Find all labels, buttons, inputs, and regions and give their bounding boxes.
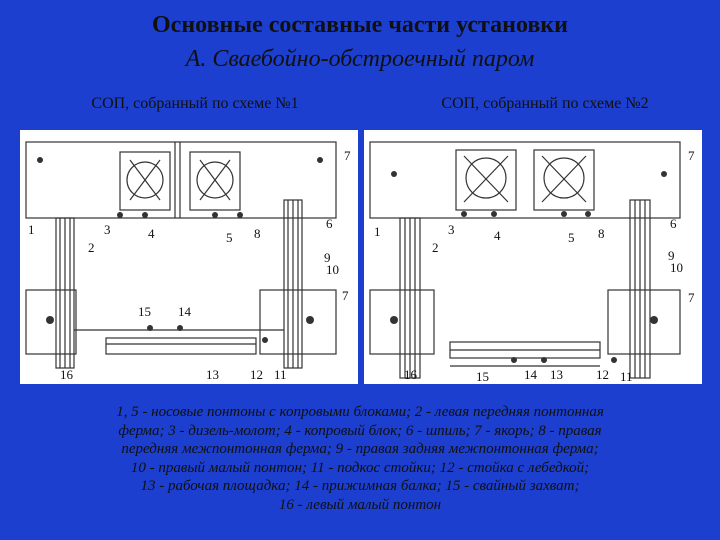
slide-subtitle: А. Сваебойно-обстроечный паром bbox=[185, 46, 535, 72]
scheme-1-svg: 1 2 3 4 5 6 7 8 9 10 7 15 14 16 13 12 11 bbox=[25, 141, 351, 382]
callout-label: 16 bbox=[60, 367, 74, 382]
callout-label: 6 bbox=[326, 216, 333, 231]
callout-label: 8 bbox=[254, 226, 261, 241]
callout-label: 1 bbox=[374, 224, 381, 239]
callout-label: 7 bbox=[688, 148, 695, 163]
callout-label: 5 bbox=[568, 230, 575, 245]
legend-line: ферма; 3 - дизель-молот; 4 - копровый бл… bbox=[118, 422, 602, 439]
legend-line: 16 - левый малый понтон bbox=[278, 496, 442, 513]
legend-line: 10 - правый малый понтон; 11 - подкос ст… bbox=[130, 459, 590, 476]
callout-label: 12 bbox=[250, 367, 263, 382]
callout-label: 15 bbox=[476, 369, 489, 384]
scheme-1-drawing: 1 2 3 4 5 6 7 8 9 10 7 15 14 16 13 12 11 bbox=[20, 130, 358, 384]
callout-label: 9 bbox=[668, 248, 675, 263]
callout-label: 6 bbox=[670, 216, 677, 231]
callout-label: 10 bbox=[670, 260, 683, 275]
callout-label: 9 bbox=[324, 250, 331, 265]
slide-title: Основные составные части установки bbox=[152, 12, 568, 38]
scheme-1-caption: СОП, собранный по схеме №1 bbox=[91, 95, 299, 112]
callout-label: 7 bbox=[344, 148, 351, 163]
callout-label: 3 bbox=[104, 222, 111, 237]
callout-label: 12 bbox=[596, 367, 609, 382]
callout-label: 7 bbox=[688, 290, 695, 305]
callout-label: 10 bbox=[326, 262, 339, 277]
legend-line: 13 - рабочая площадка; 14 - прижимная ба… bbox=[140, 478, 580, 494]
legend-line: 1, 5 - носовые понтоны с копровыми блока… bbox=[116, 404, 604, 420]
callout-label: 5 bbox=[226, 230, 233, 245]
callout-label: 16 bbox=[404, 367, 418, 382]
callout-label: 7 bbox=[342, 288, 349, 303]
callout-label: 2 bbox=[432, 240, 439, 255]
callout-label: 15 bbox=[138, 304, 151, 319]
callout-label: 2 bbox=[88, 240, 95, 255]
bow-pontoon-block bbox=[25, 141, 337, 219]
callout-label: 1 bbox=[28, 222, 35, 237]
callout-label: 8 bbox=[598, 226, 605, 241]
callout-label: 4 bbox=[494, 228, 501, 243]
callout-label: 13 bbox=[550, 367, 563, 382]
callout-label: 13 bbox=[206, 367, 219, 382]
scheme-2-drawing: 1 2 3 4 5 8 6 7 9 10 7 16 15 14 13 12 11 bbox=[364, 130, 702, 384]
legend: 1, 5 - носовые понтоны с копровыми блока… bbox=[20, 403, 700, 514]
bow-pontoon-block bbox=[369, 141, 681, 219]
callout-label: 4 bbox=[148, 226, 155, 241]
callout-label: 14 bbox=[524, 367, 538, 382]
callout-label: 3 bbox=[448, 222, 455, 237]
callout-label: 11 bbox=[274, 367, 287, 382]
legend-line: передняя межпонтонная ферма; 9 - правая … bbox=[121, 441, 599, 457]
scheme-2-caption: СОП, собранный по схеме №2 bbox=[441, 95, 649, 112]
scheme-2-svg: 1 2 3 4 5 8 6 7 9 10 7 16 15 14 13 12 11 bbox=[369, 141, 695, 384]
callout-label: 11 bbox=[620, 369, 633, 384]
callout-label: 14 bbox=[178, 304, 192, 319]
